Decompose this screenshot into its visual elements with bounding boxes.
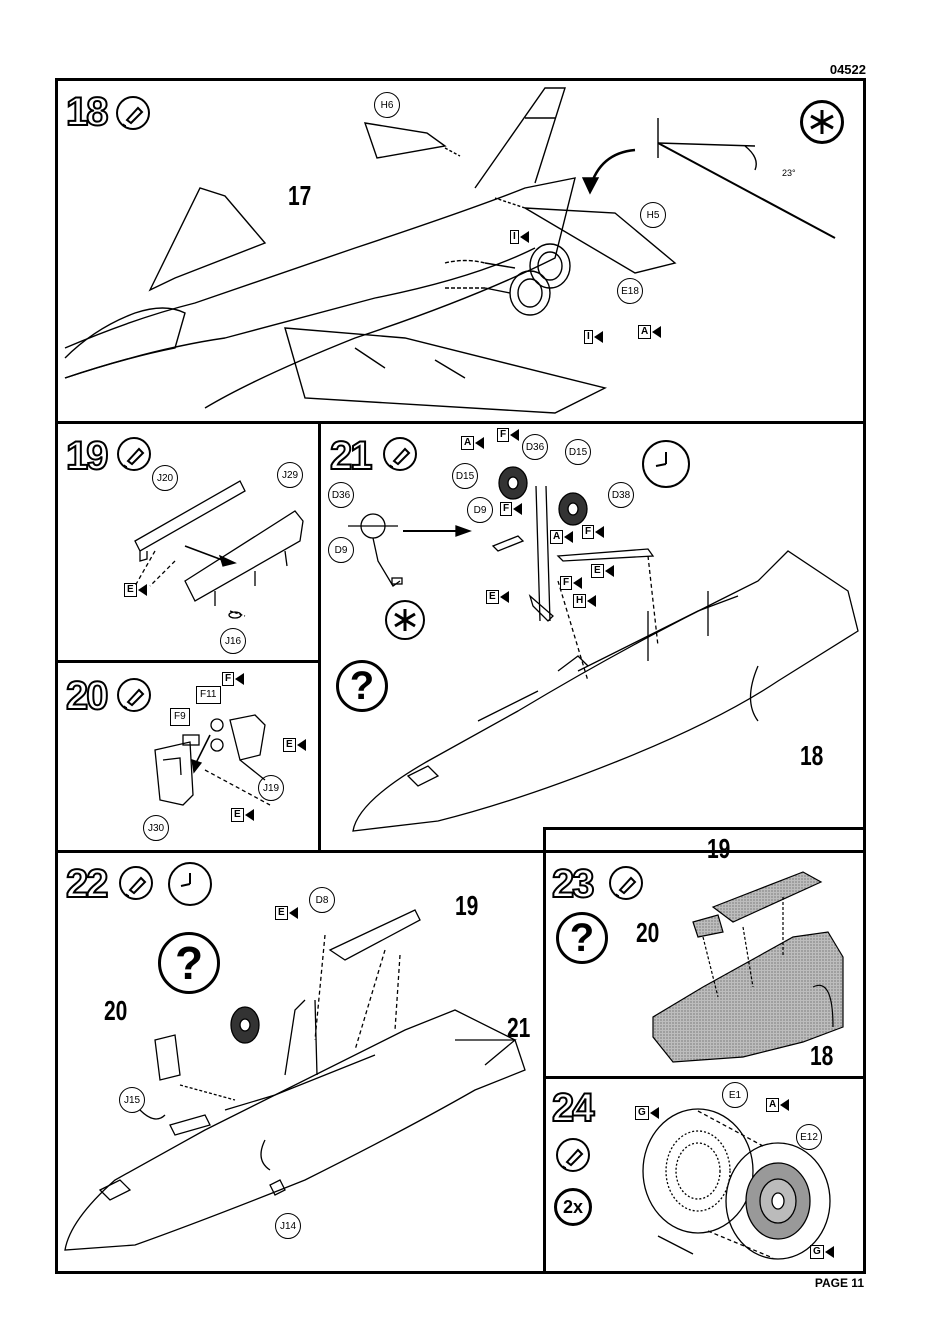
step-23-drawing — [543, 827, 866, 1079]
step-19-drawing — [55, 421, 321, 663]
step-18-drawing — [55, 78, 866, 424]
page-number: PAGE 11 — [815, 1276, 864, 1290]
step-21-drawing — [318, 421, 866, 853]
step-20-drawing — [55, 660, 321, 853]
step-22-drawing — [55, 850, 546, 1274]
document-code: 04522 — [830, 62, 866, 77]
step-24-drawing — [543, 1076, 866, 1274]
